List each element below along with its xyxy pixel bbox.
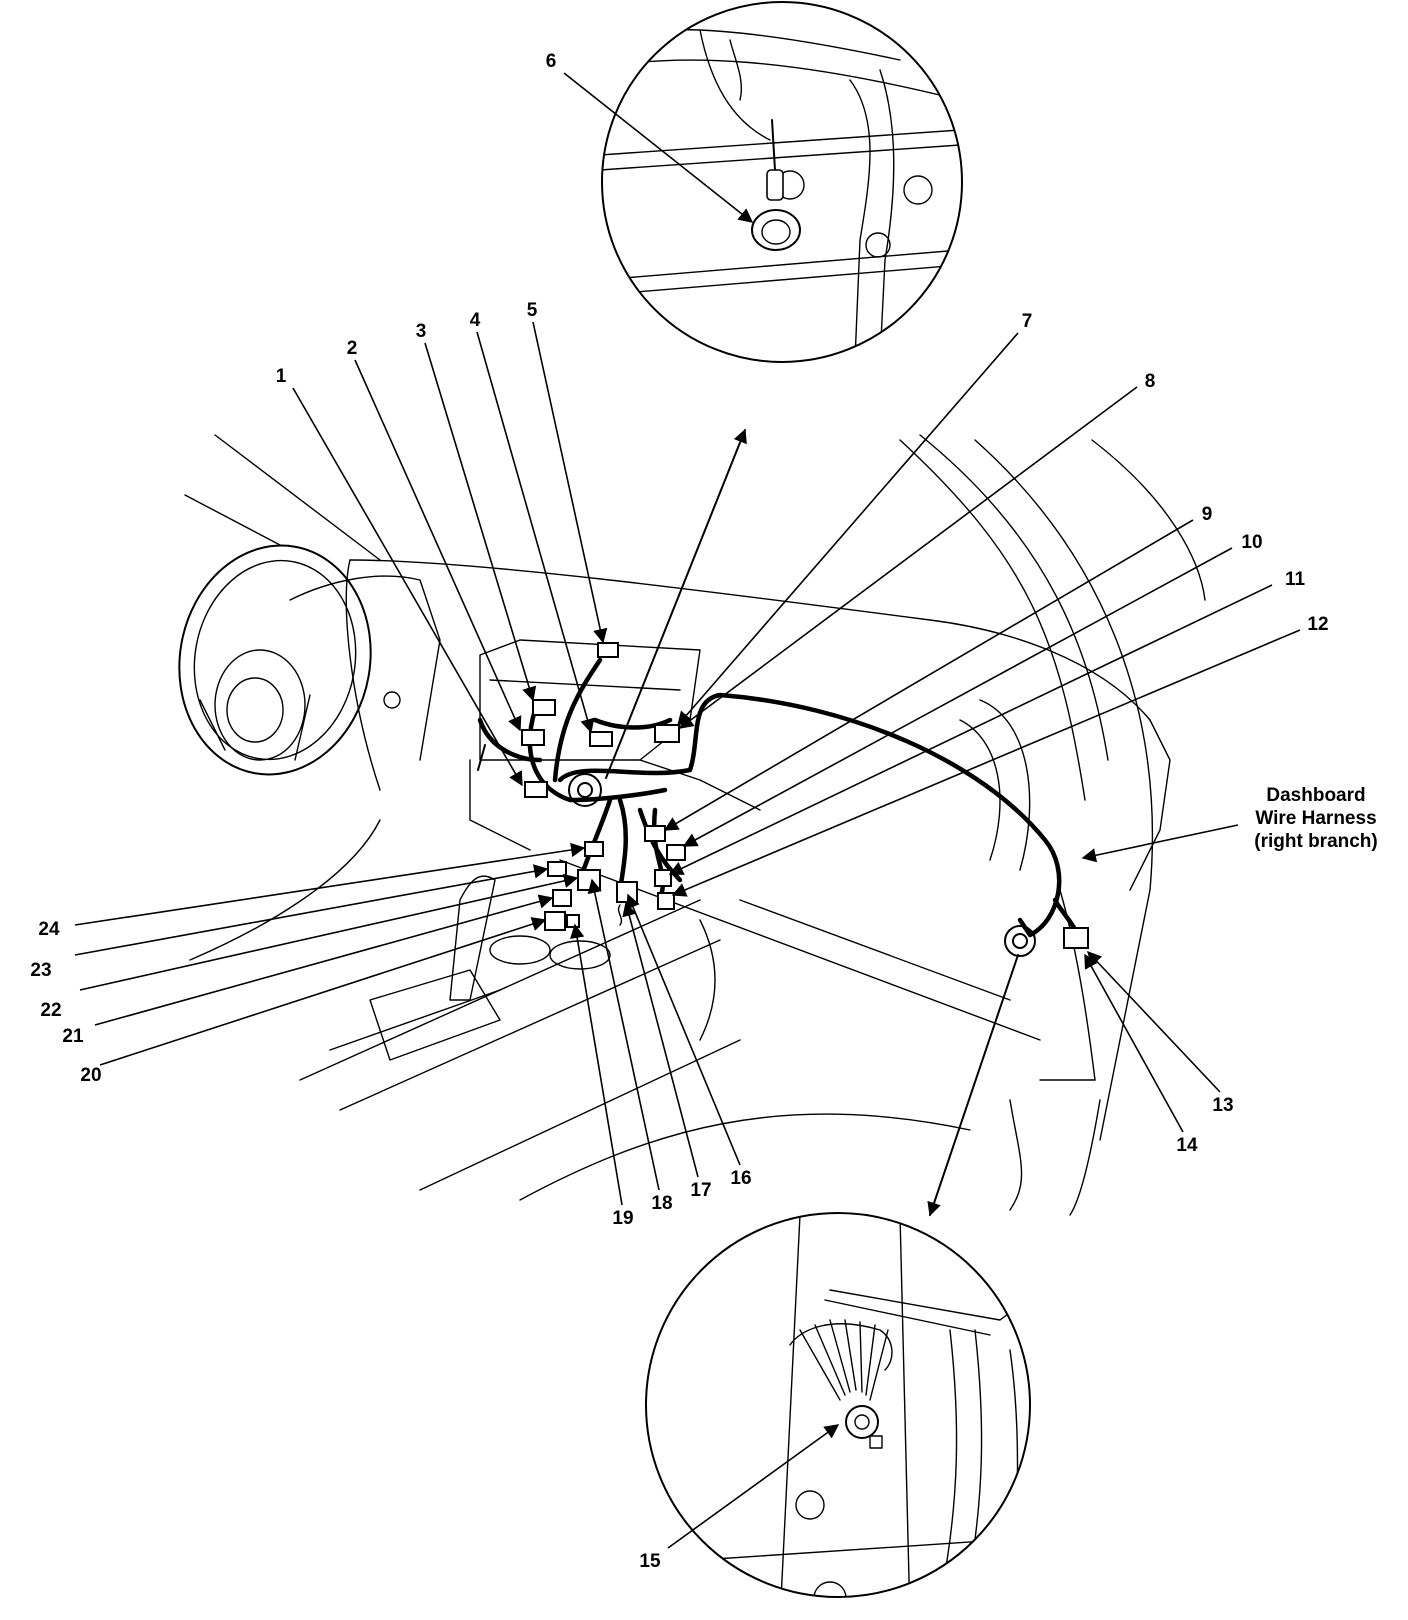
connector-24 <box>584 841 604 857</box>
callout-3: 3 <box>416 321 427 342</box>
callout-19: 19 <box>612 1208 633 1229</box>
callout-14: 14 <box>1176 1135 1198 1156</box>
callout-24: 24 <box>38 919 60 940</box>
callout-4: 4 <box>470 310 481 331</box>
callout-10: 10 <box>1241 532 1262 553</box>
leader-lines <box>74 72 1301 1549</box>
connector-3 <box>532 699 556 716</box>
dashboard-sketch <box>178 434 1206 1216</box>
connector-5 <box>597 642 619 658</box>
connector-12 <box>657 892 675 910</box>
ground-detail-bottom <box>645 1212 1031 1598</box>
connector-9 <box>644 825 666 842</box>
connector-4 <box>589 731 613 747</box>
harness-label-line3: (right branch) <box>1254 831 1378 852</box>
connector-1 <box>524 781 548 798</box>
callout-12: 12 <box>1307 614 1328 635</box>
harness-label-line1: Dashboard <box>1266 785 1365 806</box>
callout-13: 13 <box>1212 1095 1233 1116</box>
callout-7: 7 <box>1022 311 1033 332</box>
callout-labels: 1 2 3 4 5 6 7 8 9 10 11 12 13 14 15 16 1… <box>30 51 1377 1572</box>
callout-21: 21 <box>62 1026 84 1047</box>
callout-9: 9 <box>1202 504 1213 525</box>
connector-21 <box>552 889 572 907</box>
connector-19 <box>566 914 580 928</box>
connector-11 <box>654 869 672 887</box>
connector-2 <box>521 729 545 746</box>
connector-20 <box>544 911 566 931</box>
connector-22 <box>577 869 601 891</box>
callout-5: 5 <box>527 300 538 321</box>
callout-11: 11 <box>1285 569 1306 590</box>
ground-detail-top <box>601 1 963 363</box>
connectors <box>521 642 1089 949</box>
callout-8: 8 <box>1145 371 1156 392</box>
callout-18: 18 <box>651 1193 672 1214</box>
callout-22: 22 <box>40 1000 61 1021</box>
connector-13 <box>1063 927 1089 949</box>
callout-16: 16 <box>730 1168 751 1189</box>
callout-17: 17 <box>690 1180 711 1201</box>
callout-23: 23 <box>30 960 51 981</box>
callout-20: 20 <box>80 1065 101 1086</box>
callout-2: 2 <box>347 338 358 359</box>
callout-6: 6 <box>546 51 557 72</box>
connector-23 <box>547 861 567 877</box>
connector-17 <box>616 881 638 903</box>
callout-1: 1 <box>276 366 287 387</box>
connector-7 <box>654 724 680 743</box>
connector-10 <box>666 844 686 861</box>
callout-15: 15 <box>639 1551 661 1572</box>
harness-label-line2: Wire Harness <box>1255 808 1376 829</box>
